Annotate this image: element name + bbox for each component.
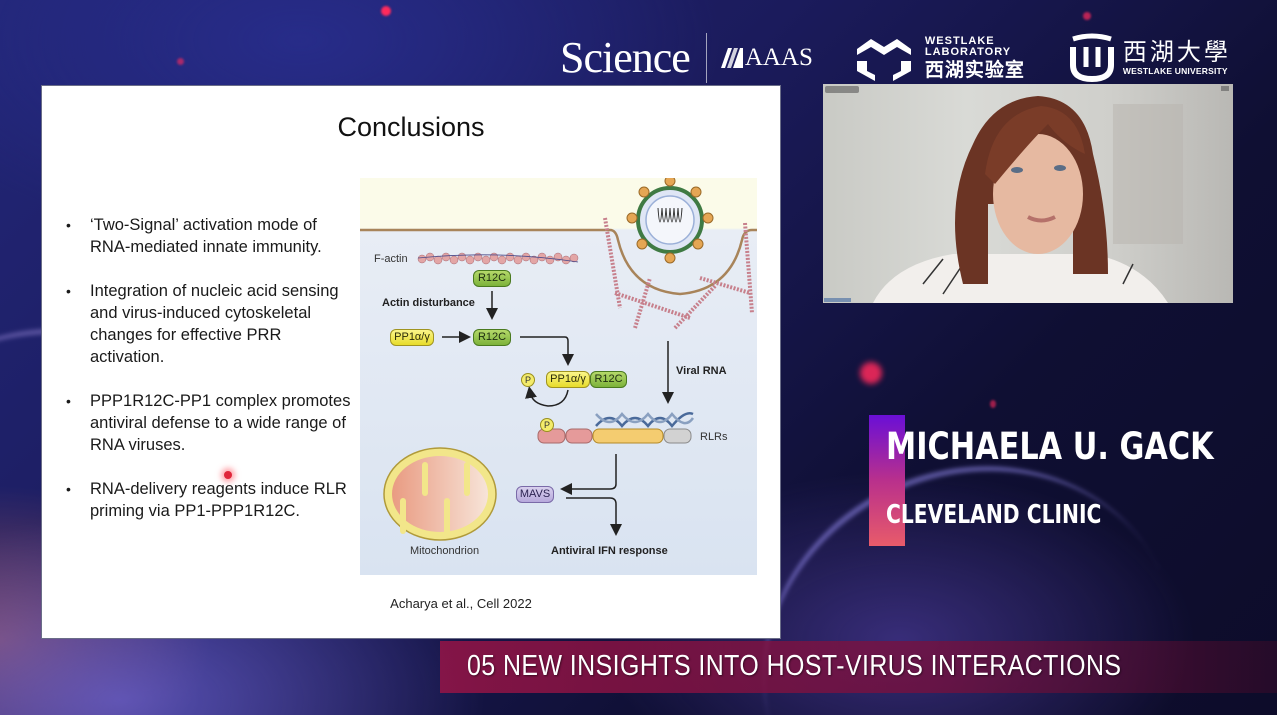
decor-particle [860,362,882,384]
conclusion-bullets: ‘Two-Signal’ activation mode of RNA-medi… [66,214,356,544]
westlake-laboratory-logo: WESTLAKE LABORATORY 西湖实验室 [853,35,1025,81]
westlake-lab-en-line1: WESTLAKE [924,35,995,47]
decor-particle [381,6,391,16]
webcam-toolbar [824,298,851,302]
slide-citation: Acharya et al., Cell 2022 [390,596,532,611]
label-f-actin: F-actin [374,253,408,265]
pathway-figure: F-actin R12C Actin disturbance PP1α/γ R1… [360,178,757,575]
speaker-video-image [873,96,1183,303]
presentation-slide: Conclusions ‘Two-Signal’ activation mode… [42,86,780,638]
aaas-mark-icon [720,48,743,68]
westlake-uni-mark-icon [1069,33,1114,83]
westlake-lab-en-line2: LABORATORY [924,46,1012,58]
label-rlrs: RLRs [700,431,728,443]
sponsor-logos: Science AAAS WESTLAKE LABORATORY 西湖实验室 西… [560,30,1231,86]
pp1-node: PP1α/γ [390,329,434,346]
webcam-signal-icon [1221,86,1229,91]
westlake-uni-cn: 西湖大學 [1122,38,1231,67]
speaker-name: MICHAELA U. GACK [886,425,1214,468]
phosphate-p-node: P [540,418,554,432]
speaker-affiliation: CLEVELAND CLINIC [886,500,1102,530]
bullet-item: Integration of nucleic acid sensing and … [66,280,356,368]
decor-particle [177,58,184,65]
pp1-complex-node: PP1α/γ [546,371,590,388]
r12c-complex-node: R12C [590,371,627,388]
webcam-name-tag [825,86,859,93]
westlake-uni-en: WESTLAKE UNIVERSITY [1122,66,1228,77]
phosphate-p-node: P [521,373,535,387]
label-mitochondrion: Mitochondrion [410,545,480,557]
r12c-node: R12C [473,270,511,287]
r12c-node: R12C [473,329,511,346]
westlake-lab-cn: 西湖实验室 [924,60,1025,81]
slide-title: Conclusions [337,112,485,142]
speaker-webcam-feed [823,84,1233,303]
science-logo: Science [560,33,691,82]
label-antiviral-ifn: Antiviral IFN response [551,545,668,557]
bullet-item: RNA-delivery reagents induce RLR priming… [66,478,356,522]
aaas-wordmark: AAAS [744,44,813,71]
label-viral-rna: Viral RNA [676,365,727,377]
session-title: 05 NEW INSIGHTS INTO HOST-VIRUS INTERACT… [467,650,1122,682]
pathway-diagram-graphics [360,178,757,541]
speaker-accent-bar [869,415,905,546]
bullet-item: PPP1R12C-PP1 complex promotes antiviral … [66,390,356,456]
westlake-university-logo: 西湖大學 WESTLAKE UNIVERSITY [1067,33,1231,83]
bullet-item: ‘Two-Signal’ activation mode of RNA-medi… [66,214,356,258]
session-banner: 05 NEW INSIGHTS INTO HOST-VIRUS INTERACT… [440,641,1277,693]
logo-divider [705,33,707,83]
westlake-lab-mark-icon [856,39,911,81]
laser-pointer [224,471,232,479]
aaas-logo: AAAS [720,44,813,72]
decor-particle [1083,12,1091,20]
label-actin-disturbance: Actin disturbance [382,297,475,309]
decor-particle [990,400,996,408]
mavs-node: MAVS [516,486,554,503]
